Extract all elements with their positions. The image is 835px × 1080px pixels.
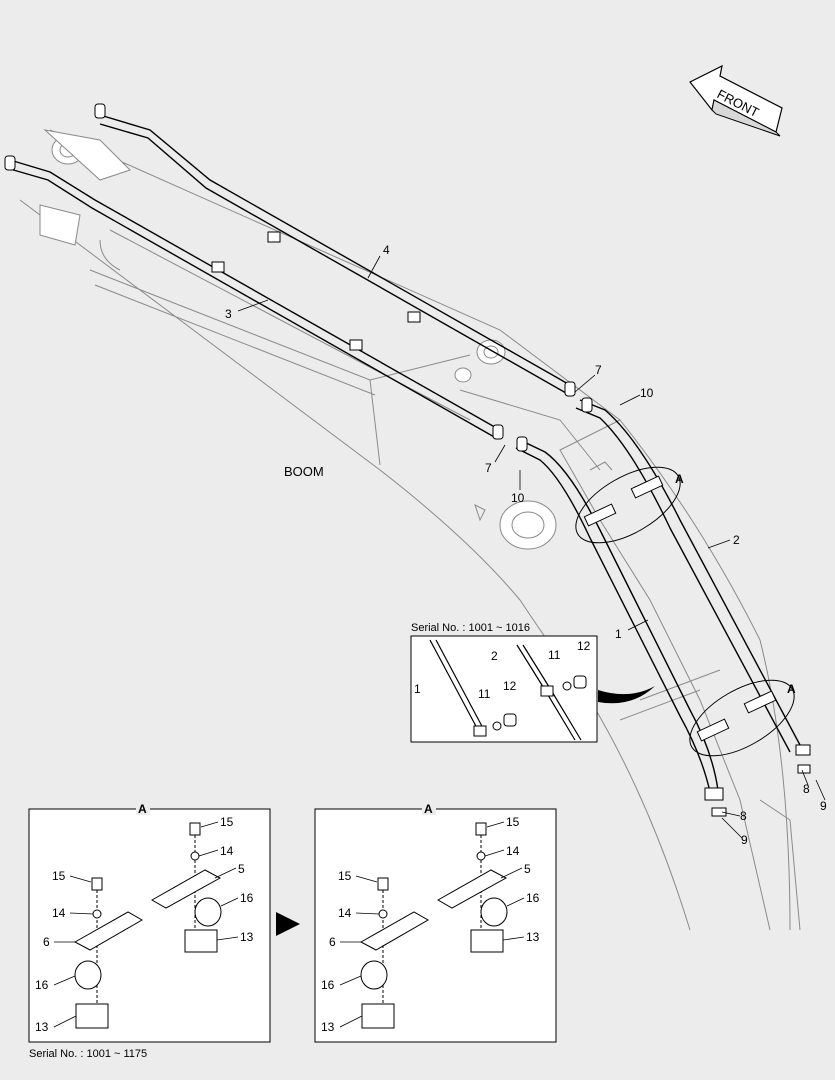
pipe-1 bbox=[515, 439, 719, 793]
detail-right-header: A bbox=[424, 802, 433, 816]
pipe-4 bbox=[99, 114, 571, 394]
detail-right-label-5: 5 bbox=[524, 862, 531, 876]
main-callouts: BOOM 4 3 7 10 7 10 A 2 1 A 8 9 8 9 bbox=[225, 243, 827, 847]
callout-4: 4 bbox=[383, 243, 390, 257]
detail-left-label-6: 6 bbox=[43, 935, 50, 949]
callout-7-top: 7 bbox=[595, 363, 602, 377]
callout-9-lower: 9 bbox=[741, 833, 748, 847]
callout-2: 2 bbox=[733, 533, 740, 547]
detail-right-label-16b: 16 bbox=[321, 978, 335, 992]
callout-10-bottom: 10 bbox=[511, 491, 525, 505]
detail-a-right: A 15 14 5 16 13 15 14 6 bbox=[314, 801, 557, 1043]
detail-right-label-16a: 16 bbox=[526, 891, 540, 905]
inset-label-1: 1 bbox=[414, 682, 421, 696]
callout-9-right: 9 bbox=[820, 799, 827, 813]
detail-left-label-16a: 16 bbox=[240, 891, 254, 905]
detail-right-label-13a: 13 bbox=[526, 930, 540, 944]
boom-label: BOOM bbox=[284, 464, 324, 479]
callout-10-top: 10 bbox=[640, 386, 654, 400]
pipe-2 bbox=[575, 399, 801, 753]
inset-label-11a: 11 bbox=[548, 648, 561, 662]
callout-8-right: 8 bbox=[803, 782, 810, 796]
detail-left-label-14a: 14 bbox=[220, 844, 234, 858]
inset-label-11b: 11 bbox=[478, 687, 491, 701]
pipe-clamps bbox=[4, 103, 811, 817]
detail-left-label-13b: 13 bbox=[35, 1020, 49, 1034]
detail-right-label-15a: 15 bbox=[506, 815, 520, 829]
detail-circles bbox=[575, 466, 795, 757]
detail-right-label-6: 6 bbox=[329, 935, 336, 949]
detail-left-label-5: 5 bbox=[238, 862, 245, 876]
leader-lines bbox=[237, 255, 826, 839]
callout-A-bottom: A bbox=[787, 682, 796, 696]
pipe-3 bbox=[9, 159, 501, 439]
inset-label-2: 2 bbox=[491, 649, 498, 663]
detail-left-serial-note: Serial No. : 1001 ~ 1175 bbox=[29, 1048, 147, 1060]
boom-structure bbox=[19, 129, 801, 931]
detail-right-label-14a: 14 bbox=[506, 844, 520, 858]
callout-8-lower: 8 bbox=[740, 809, 747, 823]
callout-3: 3 bbox=[225, 307, 232, 321]
inset-label-12b: 12 bbox=[503, 679, 517, 693]
detail-left-label-15b: 15 bbox=[52, 869, 66, 883]
detail-left-label-15a: 15 bbox=[220, 815, 234, 829]
detail-left-label-14b: 14 bbox=[52, 906, 66, 920]
front-arrow: FRONT bbox=[689, 64, 783, 137]
detail-left-label-16b: 16 bbox=[35, 978, 49, 992]
detail-left-label-13a: 13 bbox=[240, 930, 254, 944]
inset-serial-title: Serial No. : 1001 ~ 1016 bbox=[411, 622, 530, 634]
detail-right-label-15b: 15 bbox=[338, 869, 352, 883]
transition-arrow bbox=[276, 912, 300, 936]
inset-label-12a: 12 bbox=[577, 639, 591, 653]
serial-inset: Serial No. : 1001 ~ 1016 1 2 11 12 11 12 bbox=[410, 622, 655, 743]
callout-1: 1 bbox=[615, 627, 622, 641]
detail-a-left: A 15 14 5 16 13 15 bbox=[28, 801, 271, 1060]
callout-A-top: A bbox=[675, 472, 684, 486]
detail-left-header: A bbox=[138, 802, 147, 816]
detail-right-label-14b: 14 bbox=[338, 906, 352, 920]
detail-right-label-13b: 13 bbox=[321, 1020, 335, 1034]
callout-7-bottom: 7 bbox=[485, 461, 492, 475]
